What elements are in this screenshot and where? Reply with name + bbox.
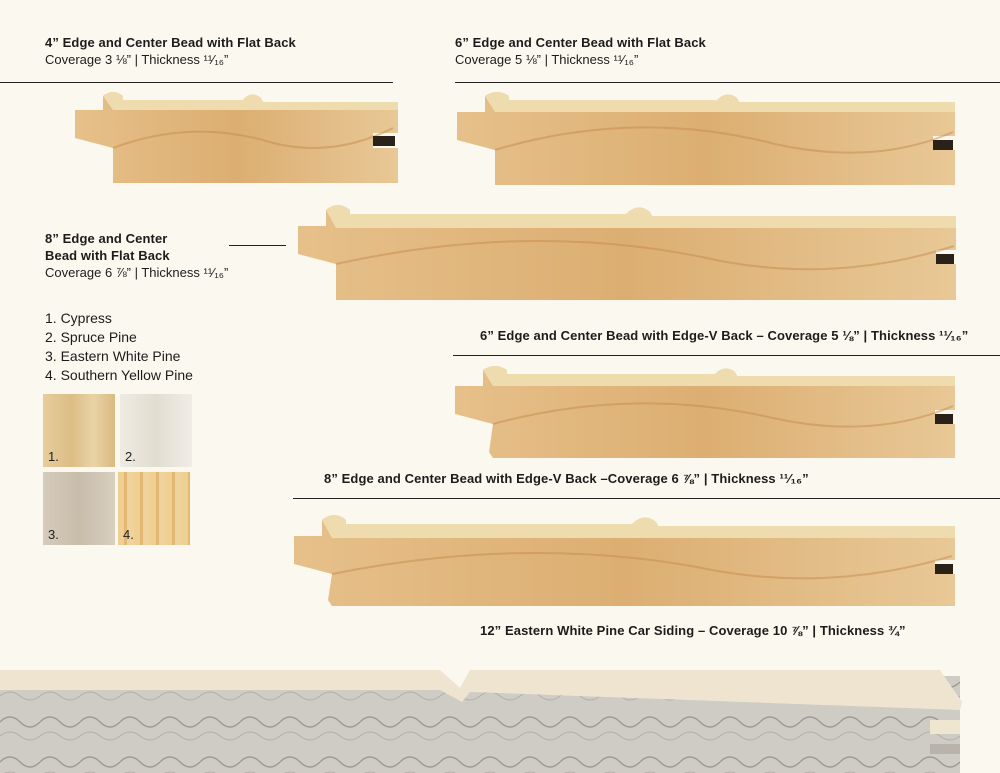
profile-1-title: 4” Edge and Center Bead with Flat Back: [45, 35, 296, 50]
profile-6-title: 12” Eastern White Pine Car Siding – Cove…: [480, 623, 906, 638]
profile-3-title-line2: Bead with Flat Back: [45, 248, 170, 263]
eastern-white-pine-swatch: 3.: [43, 472, 115, 545]
southern-yellow-pine-swatch: 4.: [118, 472, 190, 545]
species-item: 4. Southern Yellow Pine: [45, 367, 193, 383]
species-item: 2. Spruce Pine: [45, 329, 137, 345]
swatch-number: 3.: [48, 527, 59, 542]
profile-3-title-line1: 8” Edge and Center: [45, 231, 168, 246]
board-8in-flat-back: [298, 205, 956, 300]
species-list: 1. Cypress 2. Spruce Pine 3. Eastern Whi…: [45, 309, 193, 385]
divider: [0, 82, 393, 83]
board-6in-flat-back: [457, 92, 955, 185]
swatch-number: 4.: [123, 527, 134, 542]
profile-2-spec: Coverage 5 ⅛” | Thickness ¹¹⁄₁₆”: [455, 52, 639, 67]
board-8in-edge-v-back: [294, 515, 955, 606]
spruce-pine-swatch: 2.: [120, 394, 192, 467]
board-12in-car-siding: [0, 670, 962, 773]
species-item: 1. Cypress: [45, 310, 112, 326]
board-4in-flat-back: [75, 92, 398, 183]
swatch-number: 2.: [125, 449, 136, 464]
profile-1-spec: Coverage 3 ⅛” | Thickness ¹¹⁄₁₆”: [45, 52, 229, 67]
leader-line: [229, 245, 286, 246]
profile-3-spec: Coverage 6 ⅞” | Thickness ¹¹⁄₁₆”: [45, 265, 229, 280]
cypress-swatch: 1.: [43, 394, 115, 467]
swatch-number: 1.: [48, 449, 59, 464]
divider: [293, 498, 1000, 499]
profile-5-title: 8” Edge and Center Bead with Edge-V Back…: [324, 471, 809, 486]
divider: [455, 82, 1000, 83]
profile-4-title: 6” Edge and Center Bead with Edge-V Back…: [480, 328, 969, 343]
profile-2-title: 6” Edge and Center Bead with Flat Back: [455, 35, 706, 50]
divider: [453, 355, 1000, 356]
board-6in-edge-v-back: [455, 366, 955, 458]
species-item: 3. Eastern White Pine: [45, 348, 181, 364]
